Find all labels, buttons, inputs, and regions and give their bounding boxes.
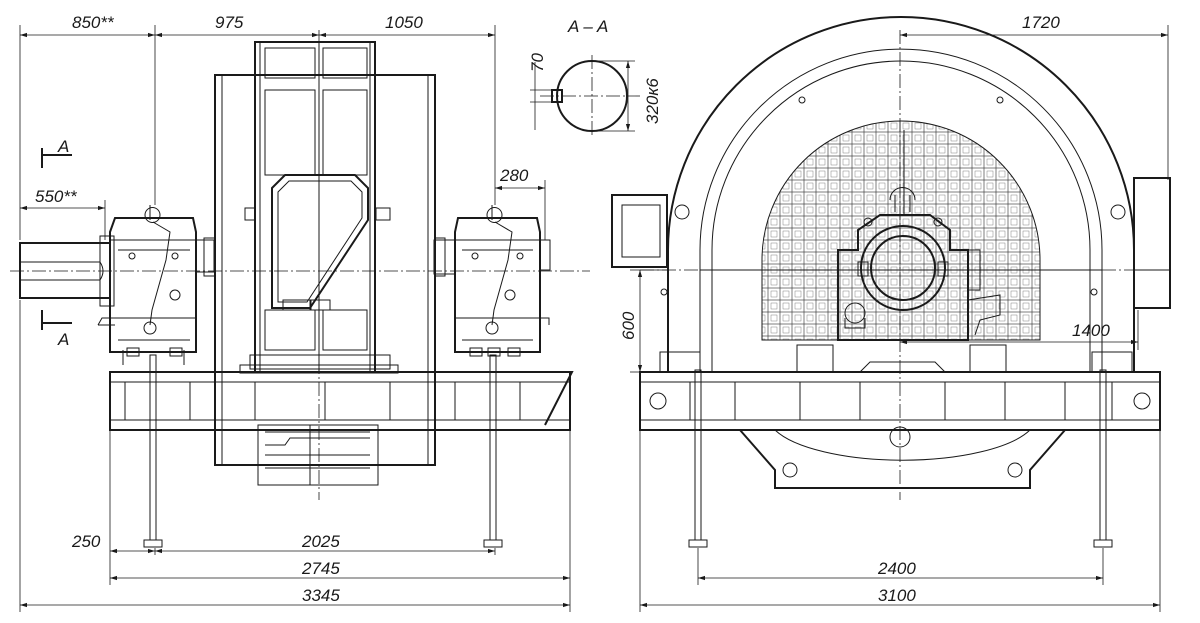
dim-70: 70 [528, 53, 547, 72]
dim-550: 550** [35, 187, 78, 206]
shaft [19, 242, 111, 299]
side-dimensions: 1720 600 1400 2400 3100 [619, 13, 1169, 612]
dim-975: 975 [215, 13, 244, 32]
section-mark-top: A [57, 137, 69, 156]
dim-3100: 3100 [878, 586, 916, 605]
left-bearing-housing [97, 205, 215, 365]
dim-280: 280 [499, 166, 529, 185]
dim-600: 600 [619, 311, 638, 340]
dim-2745: 2745 [301, 559, 340, 578]
section-mark-bottom: A [57, 330, 69, 349]
stator-body [203, 30, 446, 500]
dim-2400: 2400 [877, 559, 916, 578]
right-bearing-housing [433, 205, 551, 353]
section-detail: A – A 70 320к6 [528, 17, 662, 138]
section-title: A – A [567, 17, 608, 36]
dim-2025: 2025 [301, 532, 340, 551]
dim-1050: 1050 [385, 13, 423, 32]
dim-320: 320к6 [643, 78, 662, 124]
section-marks: A A [41, 137, 72, 349]
dim-1400: 1400 [1072, 321, 1110, 340]
dim-850: 850** [72, 13, 115, 32]
dim-1720: 1720 [1022, 13, 1060, 32]
front-view: A A 850** 975 1050 550** 280 [10, 13, 590, 612]
front-dimensions: 850** 975 1050 550** 280 250 2025 2745 3… [19, 13, 571, 612]
anchor-bolts-front [126, 347, 521, 548]
base-frame-front [109, 371, 574, 431]
dim-3345: 3345 [302, 586, 340, 605]
dim-250: 250 [71, 532, 101, 551]
side-view: 1720 600 1400 2400 3100 [611, 13, 1171, 612]
